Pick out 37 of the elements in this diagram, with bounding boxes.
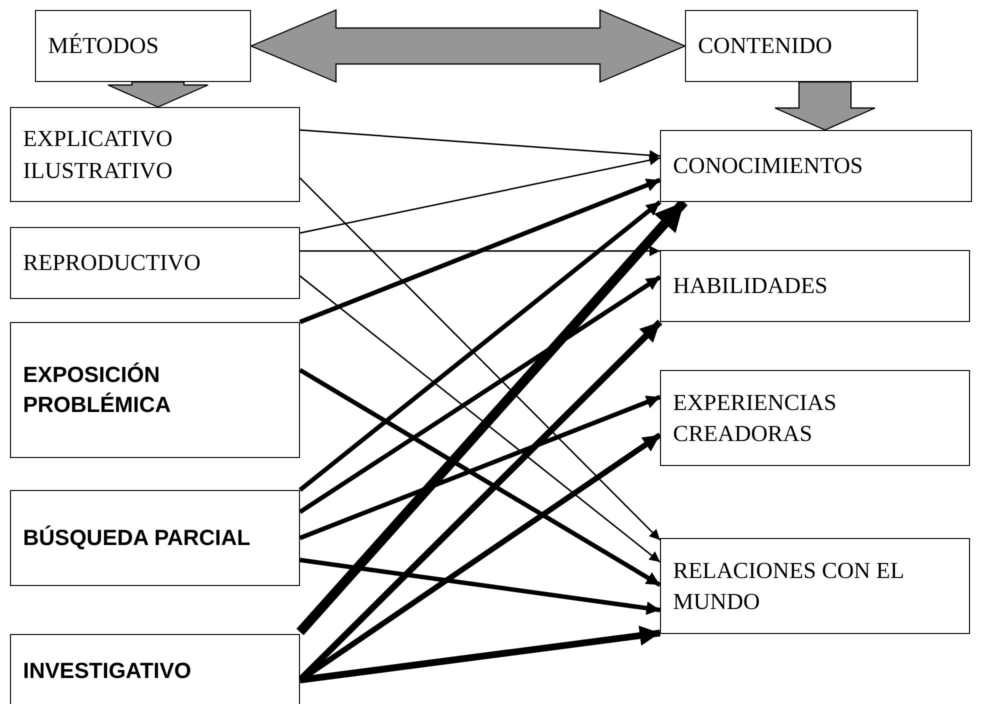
- box-label: REPRODUCTIVO: [23, 249, 201, 278]
- box-label: EXPERIENCIAS CREADORAS: [673, 388, 838, 448]
- arrow: [298, 200, 662, 492]
- box: [660, 370, 970, 466]
- arrow: [298, 275, 662, 514]
- block-arrow: [774, 81, 876, 131]
- box: [685, 10, 918, 82]
- box-label: BÚSQUEDA PARCIAL: [23, 524, 250, 552]
- box-label: CONTENIDO: [698, 32, 832, 60]
- box: [10, 490, 300, 586]
- box: [10, 107, 300, 202]
- arrow: [300, 155, 660, 234]
- arrow: [299, 394, 661, 540]
- box: [660, 250, 970, 322]
- box-label: HABILIDADES: [673, 272, 828, 300]
- arrow: [300, 129, 660, 160]
- arrow: [300, 246, 660, 256]
- box: [660, 130, 972, 202]
- box: [10, 634, 300, 704]
- box-label: INVESTIGATIVO: [23, 657, 192, 686]
- double-block-arrow: [249, 9, 687, 83]
- box-label: CONOCIMIENTOS: [673, 152, 863, 180]
- box-label: EXPLICATIVO ILUSTRATIVO: [23, 125, 174, 184]
- arrow: [300, 558, 660, 615]
- box: [10, 227, 300, 299]
- box: [660, 538, 970, 634]
- box: [10, 322, 300, 458]
- arrow: [299, 178, 661, 324]
- arrow: [300, 275, 660, 563]
- arrow: [300, 626, 660, 684]
- block-arrow: [107, 81, 209, 108]
- box-label: EXPOSICIÓN PROBLÉMICA: [23, 361, 172, 419]
- box-label: RELACIONES CON EL MUNDO: [673, 556, 904, 616]
- box-label: MÉTODOS: [48, 32, 159, 60]
- arrow: [299, 177, 661, 541]
- arrow: [298, 368, 662, 587]
- box: [35, 10, 251, 82]
